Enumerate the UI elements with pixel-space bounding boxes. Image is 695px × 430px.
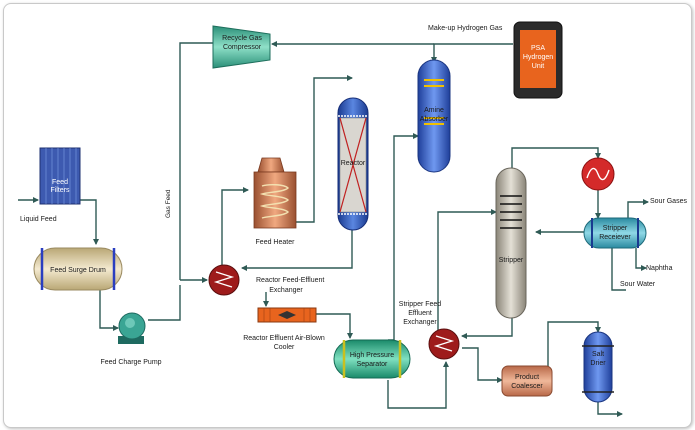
- naphtha-line: [635, 248, 647, 271]
- exchanger-to-heater-line: [221, 187, 249, 265]
- sour-water-line: [611, 248, 626, 291]
- coalescer-label-line2: Coalescer: [511, 383, 543, 390]
- pump-label: Feed Charge Pump: [100, 359, 161, 366]
- reactor-to-exchanger-line: [241, 230, 353, 271]
- sfe-to-coalescer-line: [462, 347, 503, 383]
- stripper-to-condenser-line: [511, 147, 601, 168]
- product-coalescer[interactable]: Product Coalescer: [501, 365, 553, 397]
- stripper-condenser[interactable]: [581, 157, 615, 191]
- sfe-label-line1: Stripper Feed: [399, 301, 442, 308]
- reactor-label: Reactor: [341, 160, 366, 167]
- cooler-label-line2: Cooler: [274, 344, 295, 351]
- absorber-label-line2: Absorber: [420, 116, 449, 123]
- drier-label-line2: Drier: [590, 360, 606, 367]
- pump-to-exchanger-line: [148, 285, 181, 321]
- stripper-to-sfe-line: [461, 318, 513, 339]
- receiver-label-line2: Receiever: [599, 234, 631, 241]
- absorber-label-line1: Amine: [424, 107, 444, 114]
- heater-label: Feed Heater: [256, 239, 296, 246]
- filters-to-drum-line: [80, 199, 99, 245]
- feed-surge-drum[interactable]: Feed Surge Drum: [33, 247, 123, 291]
- makeup-h2-line: [431, 43, 513, 63]
- drier-label-line1: Salt: [592, 351, 604, 358]
- coalescer-label-line1: Product: [515, 374, 539, 381]
- sfe-label-line2: Effluent: [408, 310, 432, 317]
- reactor[interactable]: Reactor: [337, 97, 369, 231]
- sour-gas-line: [627, 199, 649, 218]
- heater-to-reactor-line: [296, 75, 353, 223]
- psa-hydrogen-unit[interactable]: PSA Hydrogen Unit: [513, 21, 563, 99]
- sfe-to-stripper-line: [437, 209, 497, 330]
- stripper-receiver[interactable]: Stripper Receiever: [583, 217, 647, 249]
- hps-label-line1: High Pressure: [350, 352, 394, 359]
- psa-label-line3: Unit: [532, 63, 545, 70]
- rfe-label-line2: Exchanger: [269, 287, 303, 294]
- surge-drum-label: Feed Surge Drum: [50, 267, 106, 274]
- high-pressure-separator[interactable]: High Pressure Separator: [333, 339, 411, 379]
- cooler-to-separator-line: [316, 313, 353, 339]
- psa-label-line2: Hydrogen: [523, 54, 553, 61]
- filters-label-line1: Feed: [52, 179, 68, 186]
- sour-water-label: Sour Water: [620, 281, 656, 288]
- filters-label-line2: Filters: [50, 187, 70, 194]
- gas-feed-label: Gas Feed: [165, 189, 172, 218]
- hps-label-line2: Separator: [357, 361, 388, 368]
- naphtha-label: Naphtha: [646, 265, 673, 272]
- compressor-label-line2: Compressor: [223, 44, 262, 51]
- cooler-label-line1: Reactor Effluent Air-Blown: [243, 335, 325, 342]
- receiver-label-line1: Stripper: [603, 225, 628, 232]
- sour-gases-label: Sour Gases: [650, 198, 687, 205]
- coalescer-to-dryer-line: [547, 321, 601, 372]
- rfe-label-line1: Reactor Feed-Effluent: [256, 277, 324, 284]
- liquid-feed-label: Liquid Feed: [20, 216, 57, 223]
- stripper-feed-effluent-exchanger[interactable]: Stripper Feed Effluent Exchanger: [399, 301, 460, 360]
- reactor-feed-effluent-exchanger[interactable]: Reactor Feed-Effluent Exchanger: [208, 264, 324, 296]
- compressor-label-line1: Recycle Gas: [222, 35, 262, 42]
- feed-charge-pump[interactable]: Feed Charge Pump: [100, 312, 162, 366]
- air-blown-cooler[interactable]: Reactor Effluent Air-Blown Cooler: [243, 307, 325, 351]
- separator-to-sfe-line: [387, 361, 449, 409]
- feed-filters[interactable]: Feed Filters: [39, 147, 81, 205]
- dryer-product-line: [597, 402, 623, 417]
- amine-absorber[interactable]: Amine Absorber: [417, 59, 451, 173]
- makeup-h2-label: Make-up Hydrogen Gas: [428, 25, 503, 32]
- recycle-gas-compressor[interactable]: Recycle Gas Compressor: [212, 25, 271, 69]
- feed-heater[interactable]: Feed Heater: [253, 157, 297, 246]
- psa-label-line1: PSA: [531, 45, 545, 52]
- salt-drier[interactable]: Salt Drier: [582, 331, 614, 403]
- stripper-label: Stripper: [499, 257, 524, 264]
- sfe-label-line3: Exchanger: [403, 319, 437, 326]
- drum-to-pump-line: [99, 290, 119, 331]
- compressor-to-gas-feed-line: [179, 42, 213, 280]
- stripper[interactable]: Stripper: [495, 167, 527, 319]
